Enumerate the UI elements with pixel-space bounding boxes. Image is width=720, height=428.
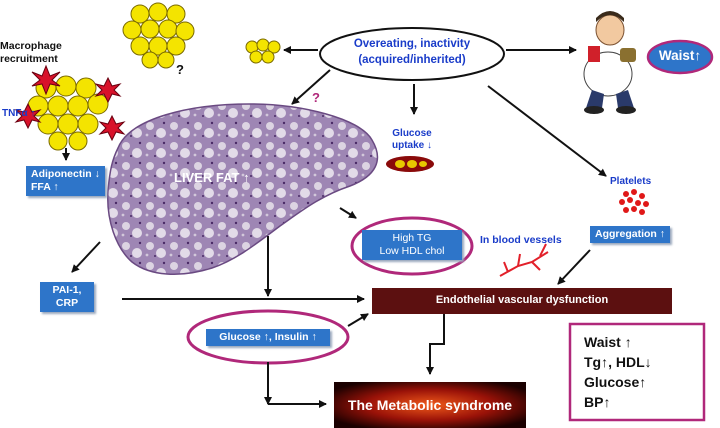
- summary-box: [568, 322, 706, 422]
- question-mark-1: ?: [176, 62, 184, 77]
- pai-crp-box: PAI-1, CRP: [40, 282, 94, 312]
- waist-badge-label: Waist↑: [658, 48, 702, 63]
- endothelial-label: Endothelial vascular dysfunction: [435, 294, 609, 306]
- aggregation-box: Aggregation ↑: [590, 226, 670, 243]
- question-mark-2: ?: [312, 90, 320, 105]
- high-tg-ellipse: [350, 216, 474, 276]
- summary-bp: BP↑: [584, 394, 611, 410]
- blood-vessel-icon: [386, 156, 434, 172]
- summary-waist: Waist ↑: [584, 334, 632, 350]
- platelets-icon: [619, 189, 649, 215]
- in-blood-vessels-label: In blood vessels: [480, 234, 562, 246]
- overeating-label: Overeating, inactivity (acquired/inherit…: [353, 38, 471, 66]
- high-tg-box: High TG Low HDL chol: [362, 230, 462, 260]
- glucose-insulin-box: Glucose ↑, Insulin ↑: [206, 329, 330, 346]
- fat-cells-small-icon: [245, 38, 281, 64]
- capillary-icon: [499, 243, 549, 277]
- liver-fat-label: LIVER FAT ↑: [174, 170, 250, 185]
- arrow-lines: [268, 314, 445, 408]
- waist-badge-outline: [646, 39, 714, 75]
- overweight-man-icon: [583, 11, 636, 114]
- macrophage-label: Macrophage recruitment: [0, 40, 62, 65]
- metabolic-syndrome-label: The Metabolic syndrome: [347, 397, 513, 413]
- adiponectin-box: Adiponectin ↓ FFA ↑: [26, 166, 105, 196]
- arrows: [62, 46, 607, 405]
- endothelial-box: [372, 288, 672, 314]
- fat-cells-large-icon: [122, 2, 195, 69]
- glucose-uptake-label: Glucose uptake ↓: [391, 128, 432, 151]
- overeating-ellipse: [319, 27, 505, 81]
- summary-tg-hdl: Tg↑, HDL↓: [584, 354, 652, 370]
- summary-glucose: Glucose↑: [584, 374, 647, 390]
- platelets-label: Platelets: [610, 176, 652, 187]
- metabolic-box: [334, 382, 526, 428]
- tnf-label: TNFα ↑: [2, 108, 36, 119]
- macrophage-cluster-icon: [14, 64, 126, 151]
- summary-list: Waist ↑ Tg↑, HDL↓ Glucose↑ BP↑: [584, 332, 652, 412]
- liver-image: [107, 103, 379, 275]
